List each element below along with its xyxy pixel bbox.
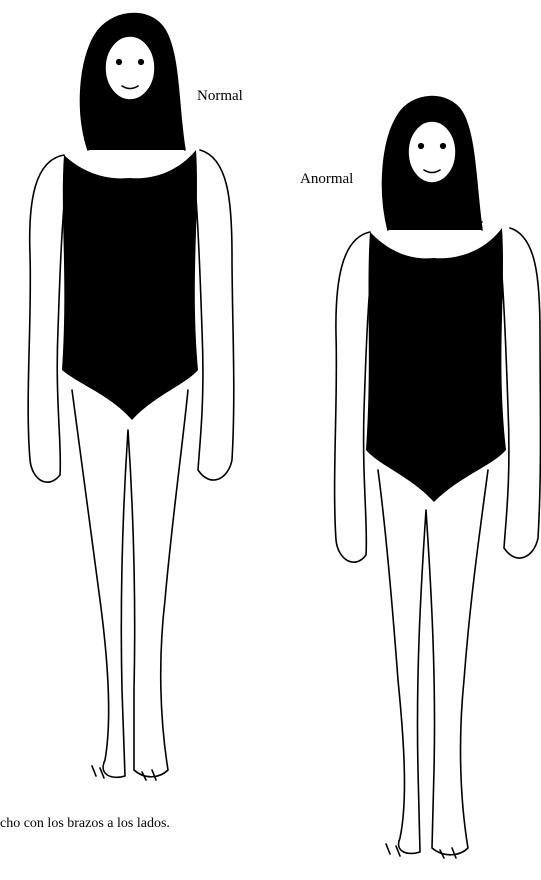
left-arm xyxy=(335,232,372,562)
swimsuit xyxy=(366,228,506,502)
label-normal: Normal xyxy=(197,88,243,105)
right-arm xyxy=(501,228,541,558)
face xyxy=(408,121,456,183)
caption: cho con los brazos a los lados. xyxy=(0,816,170,832)
legs xyxy=(378,470,488,855)
label-anormal: Anormal xyxy=(300,171,353,188)
